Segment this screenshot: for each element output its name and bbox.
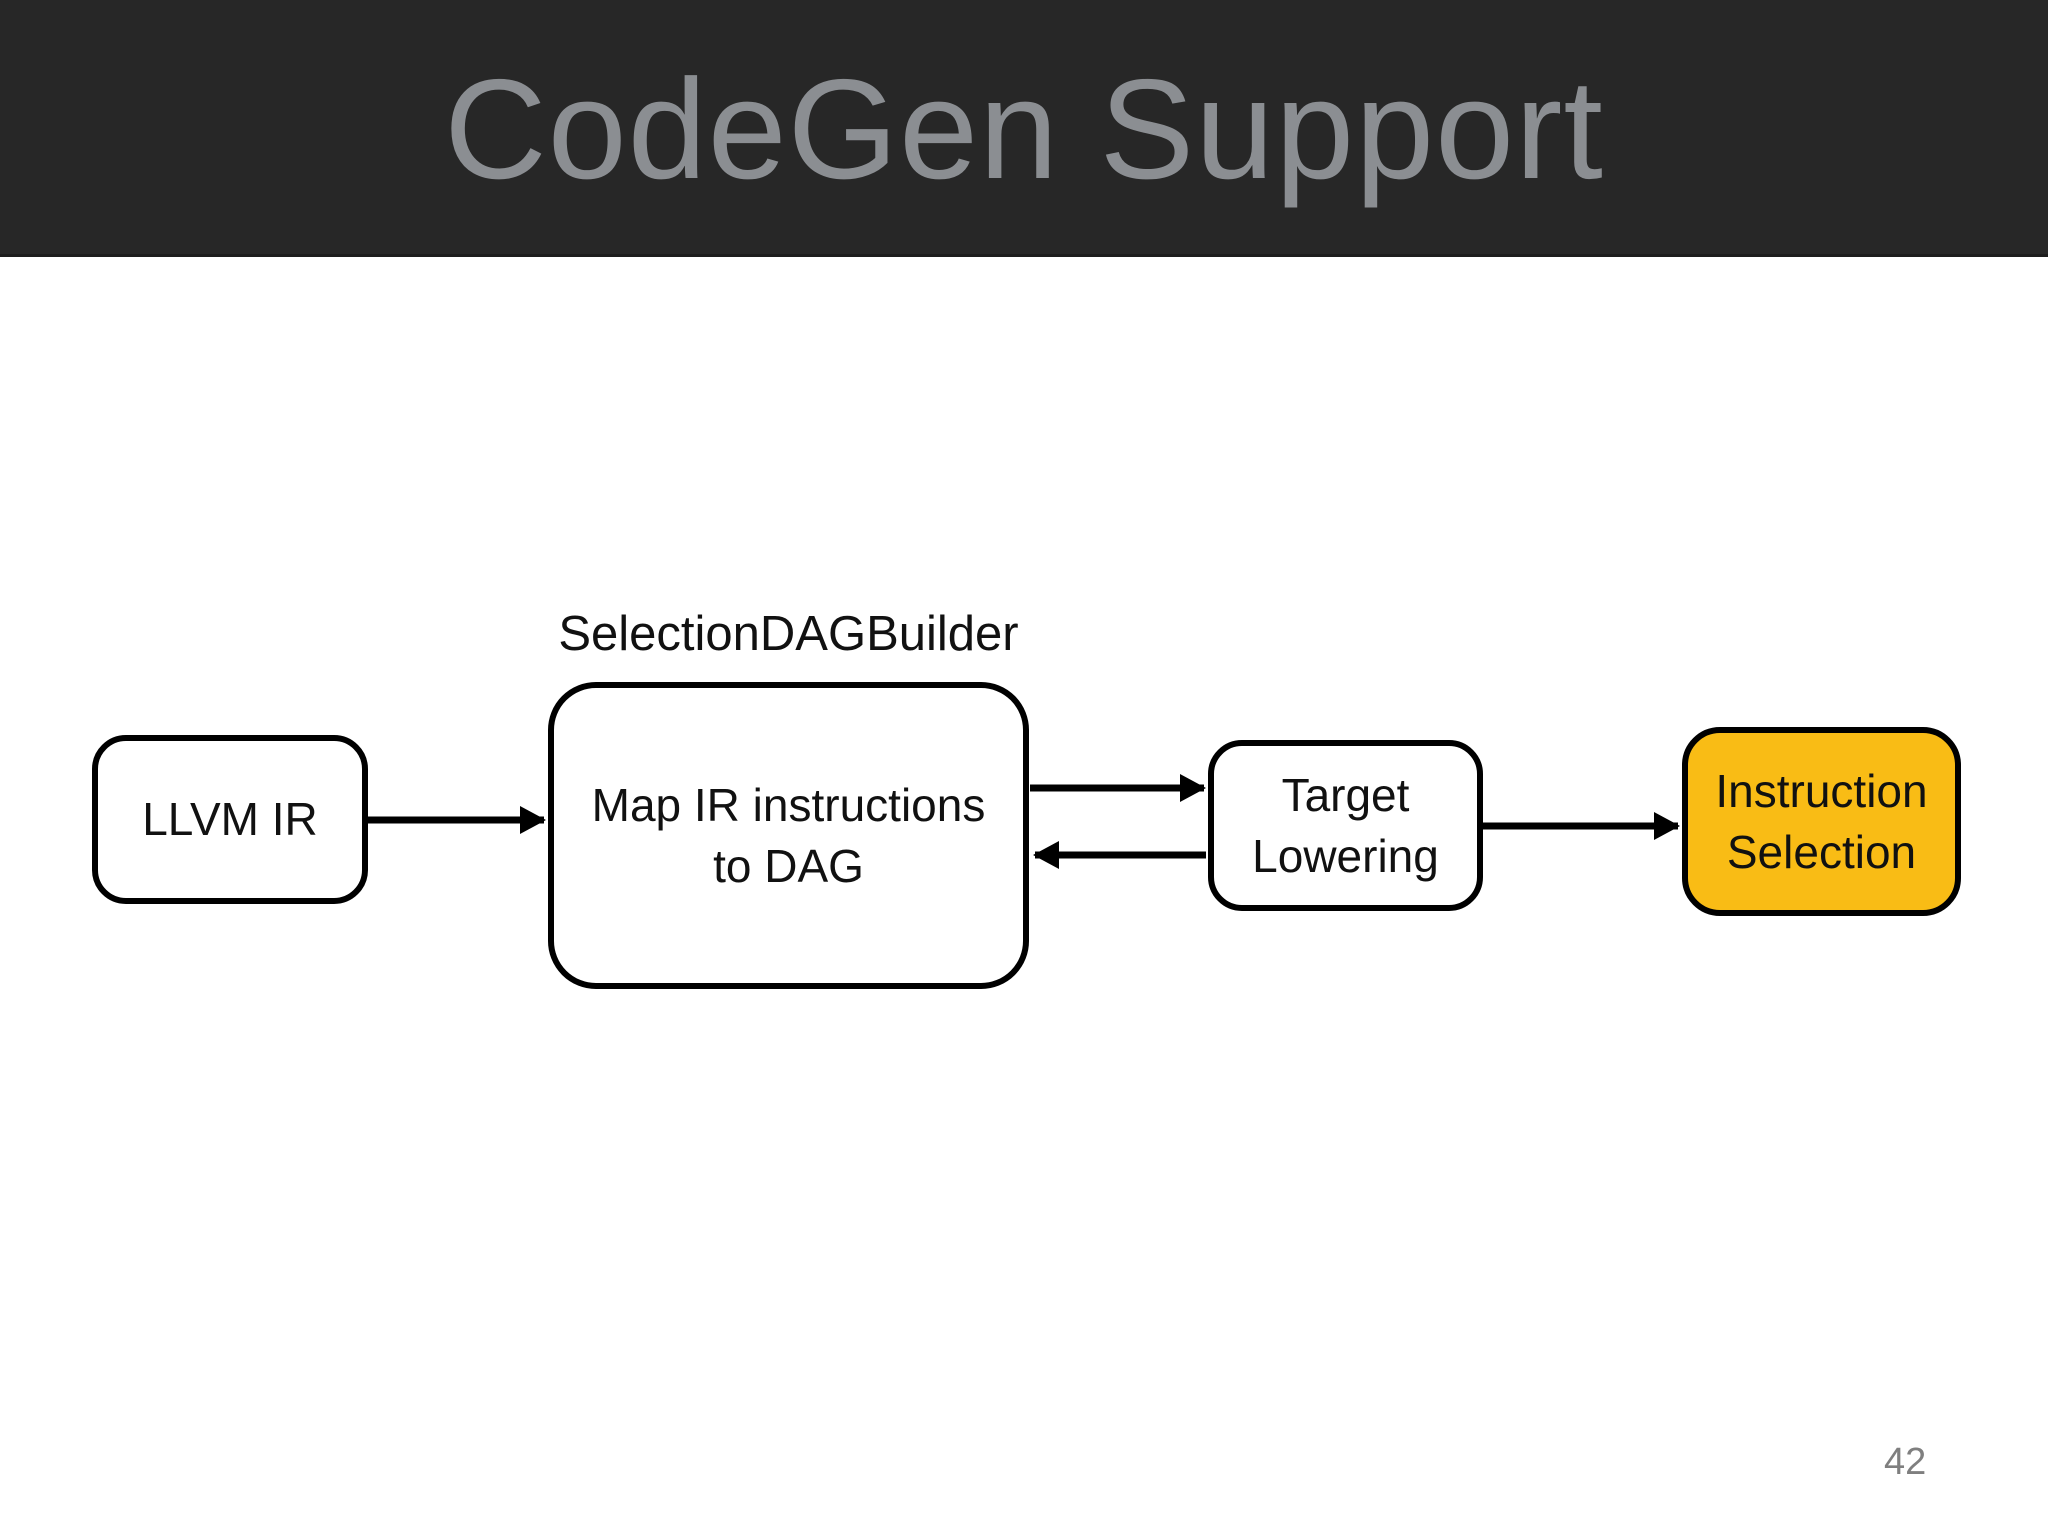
node-map-ir-to-dag: Map IR instructions to DAG [548, 682, 1029, 989]
node-map-ir-line1: Map IR instructions [591, 778, 986, 831]
node-map-ir-line2: to DAG [713, 839, 864, 892]
node-instruction-selection-line2: Selection [1726, 825, 1917, 878]
selectiondagbuilder-label: SelectionDAGBuilder [558, 607, 1019, 661]
node-instruction-selection-line1: Instruction [1715, 764, 1928, 817]
slide-header: CodeGen Support [0, 0, 2048, 257]
node-llvm-ir-label: LLVM IR [142, 793, 318, 846]
node-target-lowering-line1: Target [1281, 768, 1410, 821]
node-target-lowering-line2: Lowering [1252, 829, 1439, 882]
slide-title: CodeGen Support [444, 50, 1604, 209]
page-number: 42 [1884, 1441, 1927, 1483]
node-llvm-ir: LLVM IR [92, 735, 368, 904]
node-instruction-selection: Instruction Selection [1682, 727, 1961, 916]
node-target-lowering: Target Lowering [1208, 740, 1483, 911]
